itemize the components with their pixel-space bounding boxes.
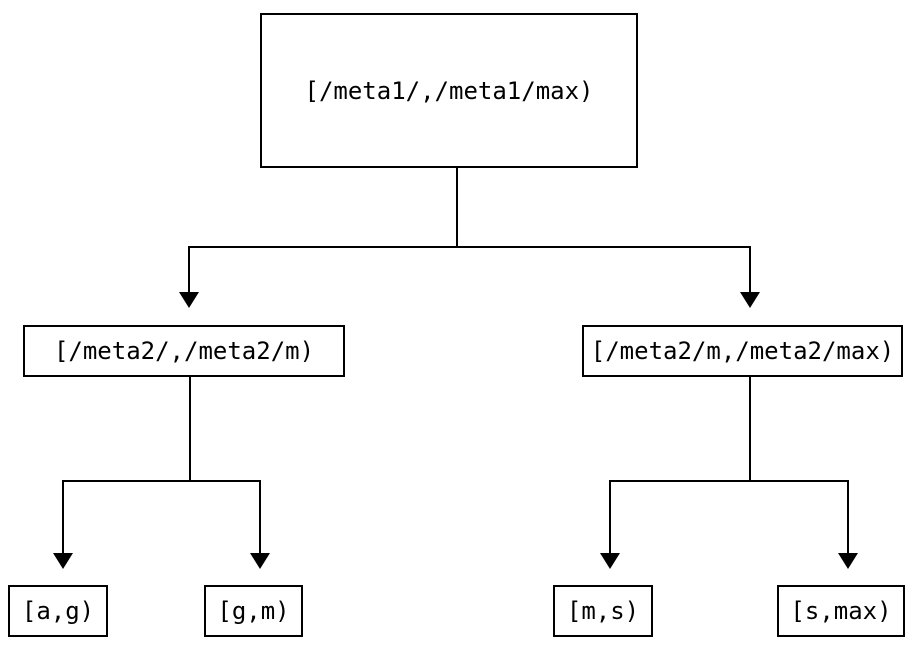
arrowhead-down-icon xyxy=(600,553,620,569)
edge-meta2-low-crossbar-line xyxy=(62,480,261,482)
node-leaf-smax-interval: [s,max) xyxy=(777,585,905,637)
node-meta2-low-interval: [/meta2/,/meta2/m) xyxy=(23,325,345,377)
edge-root-stem-line xyxy=(456,168,458,248)
arrowhead-down-icon xyxy=(53,553,73,569)
edge-meta2-high-to-leaf-smax-drop-line xyxy=(847,480,849,553)
node-leaf-ms-interval: [m,s) xyxy=(553,585,653,637)
arrowhead-down-icon xyxy=(250,553,270,569)
edge-root-to-meta2-high-drop-line xyxy=(749,246,751,292)
edge-meta2-high-crossbar-line xyxy=(609,480,849,482)
edge-meta2-high-to-leaf-ms-drop-line xyxy=(609,480,611,553)
node-leaf-gm-interval: [g,m) xyxy=(204,585,303,637)
edge-meta2-low-to-leaf-ag-drop-line xyxy=(62,480,64,553)
edge-meta2-low-stem-line xyxy=(189,377,191,482)
arrowhead-down-icon xyxy=(838,553,858,569)
arrowhead-down-icon xyxy=(179,292,199,308)
node-meta2-high-interval: [/meta2/m,/meta2/max) xyxy=(582,325,903,377)
edge-root-to-meta2-low-drop-line xyxy=(188,246,190,292)
edge-meta2-high-stem-line xyxy=(749,377,751,482)
node-root-interval: [/meta1/,/meta1/max) xyxy=(260,13,638,168)
node-leaf-ag-interval: [a,g) xyxy=(8,585,108,637)
edge-root-crossbar-line xyxy=(188,246,751,248)
arrowhead-down-icon xyxy=(740,292,760,308)
edge-meta2-low-to-leaf-gm-drop-line xyxy=(259,480,261,553)
